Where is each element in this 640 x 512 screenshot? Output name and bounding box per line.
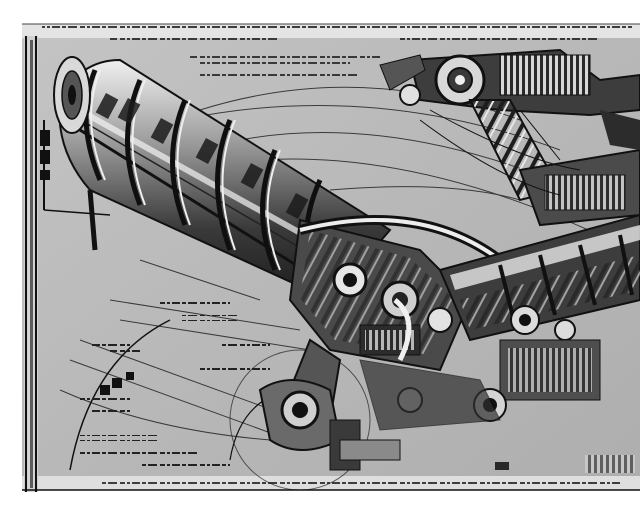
lower-left-diagram	[69, 300, 371, 491]
bottom-caption-scribble	[100, 455, 635, 484]
elbow-joint	[288, 215, 563, 372]
forearm	[438, 213, 640, 401]
base-gearbox	[258, 338, 507, 471]
left-ruler	[24, 36, 38, 492]
top-caption-scribble	[42, 26, 632, 78]
upper-right-mechanism	[379, 48, 640, 227]
left-annotation	[40, 120, 111, 216]
